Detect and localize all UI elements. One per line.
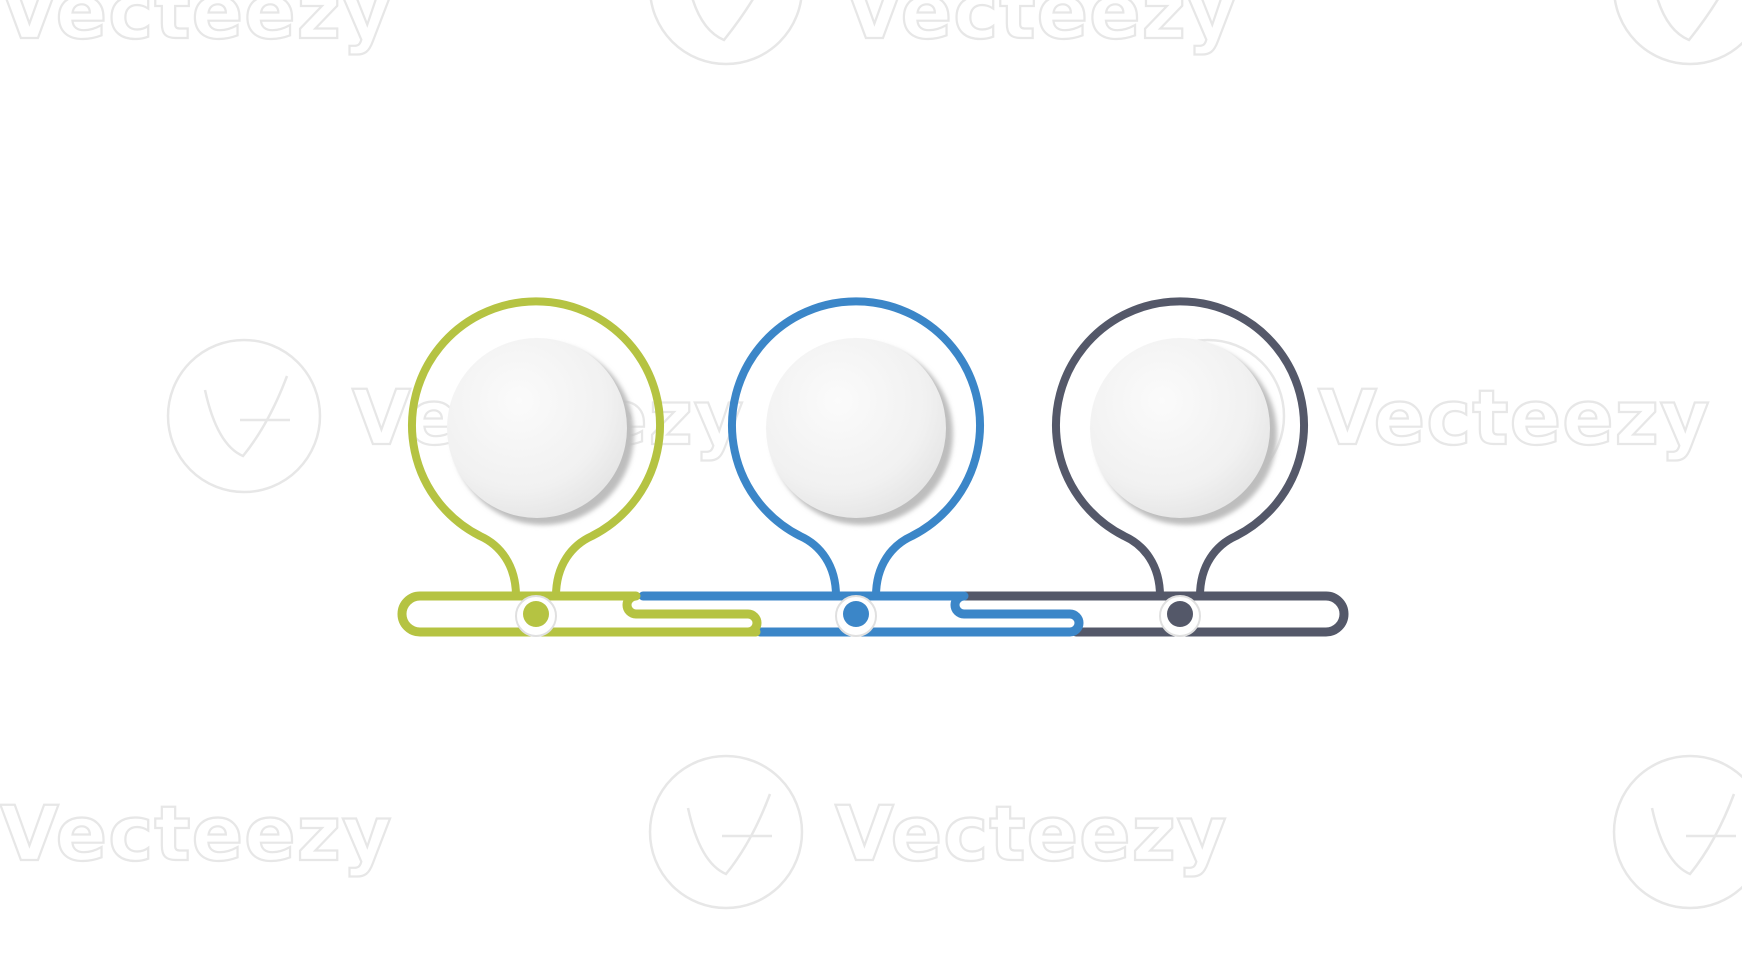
watermark-text: Vecteezy xyxy=(0,0,392,56)
step-2-pin-outline xyxy=(728,297,984,600)
track-segment-2 xyxy=(638,591,1084,637)
watermark-logo-icon xyxy=(649,0,803,66)
watermark-logo-icon xyxy=(648,754,804,910)
watermark-text: Vecteezy xyxy=(0,789,392,878)
step-2-node-dot[interactable] xyxy=(843,601,869,627)
timeline-track xyxy=(397,591,1349,637)
track-segment-3 xyxy=(960,591,1349,637)
watermark-logo-icon xyxy=(1613,0,1742,66)
step-3-disc[interactable] xyxy=(1090,338,1270,518)
step-1 xyxy=(408,297,664,637)
watermark-logo-icon xyxy=(166,338,322,494)
watermark-text: Vecteezy xyxy=(1318,373,1710,462)
track-segment-1 xyxy=(397,591,762,637)
step-1-pin-outline xyxy=(408,297,664,600)
step-2-disc[interactable] xyxy=(766,338,946,518)
step-3-node-dot[interactable] xyxy=(1167,601,1193,627)
step-3-pin-outline xyxy=(1052,297,1308,600)
step-1-disc[interactable] xyxy=(447,338,627,518)
step-2 xyxy=(728,297,984,637)
step-3 xyxy=(1052,297,1308,637)
watermark-text: Vecteezy xyxy=(845,0,1237,56)
watermark-logo-icon xyxy=(1612,754,1742,910)
watermark-text: Vecteezy xyxy=(835,789,1227,878)
step-1-node-dot[interactable] xyxy=(523,601,549,627)
